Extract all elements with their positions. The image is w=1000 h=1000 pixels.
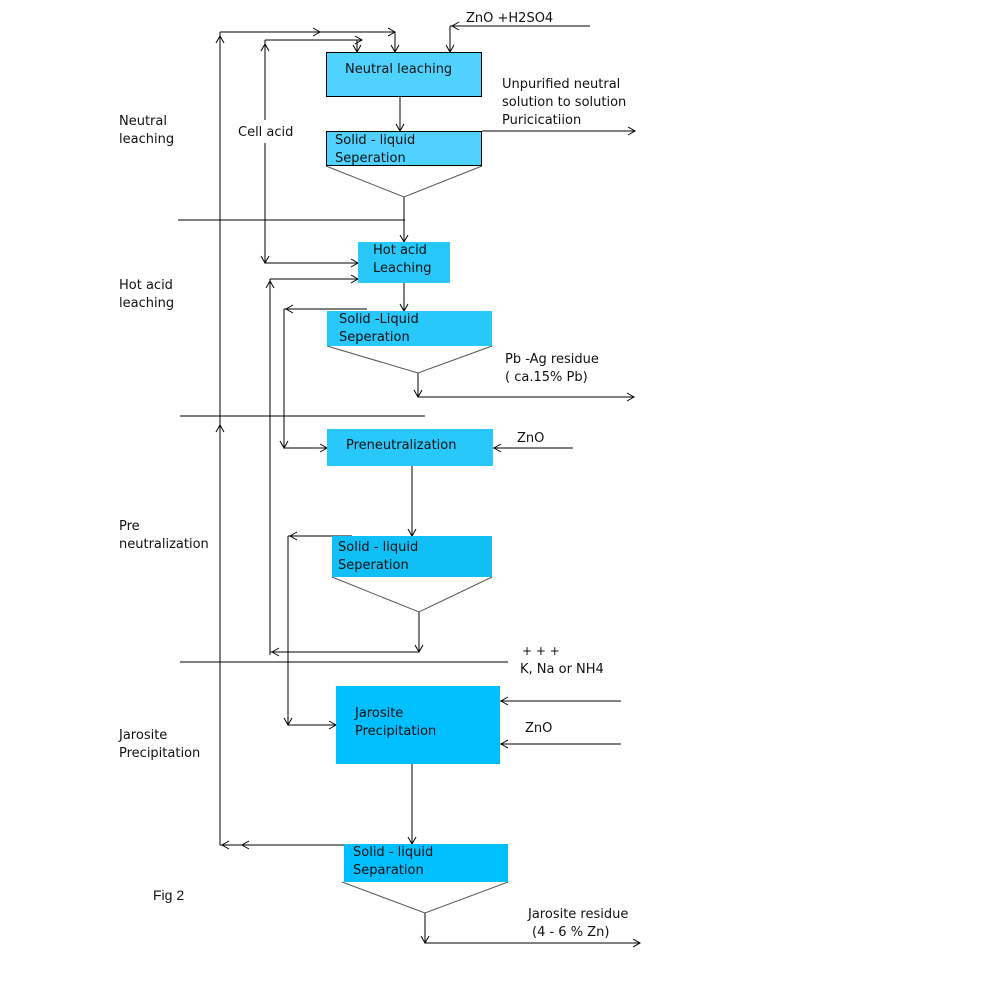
label-cell-acid: Cell acid (236, 124, 296, 142)
arrowhead-icon (632, 938, 642, 948)
arrowhead-icon (260, 42, 270, 52)
funnel-4 (341, 881, 509, 914)
arrowhead-icon (626, 392, 636, 402)
arrowhead-icon (499, 739, 509, 749)
arrowhead-icon (284, 304, 294, 314)
funnel-1 (325, 165, 483, 198)
label-unpurified-solution: Unpurified neutral solution to solution … (502, 77, 627, 128)
label-zno-h2so4: ZnO +H2SO4 (466, 11, 554, 26)
arrowhead-icon (492, 443, 502, 453)
box-preneutralization: Preneutralization (327, 429, 493, 466)
arrowhead-icon (450, 21, 460, 31)
label-zno-jarosite: ZnO (525, 721, 553, 736)
arrowhead-icon (215, 423, 225, 433)
box-neutral-leaching: Neutral leaching (326, 52, 482, 97)
figure-label: Fig 2 (153, 887, 185, 903)
arrowhead-icon (627, 126, 637, 136)
arrowhead-icon (220, 840, 230, 850)
label-k-na-nh4: K, Na or NH4 (520, 662, 604, 677)
arrowhead-icon (240, 840, 250, 850)
label-pb-ag-residue: Pb -Ag residue ( ca.15% Pb) (505, 352, 599, 385)
funnel-2 (326, 345, 493, 374)
arrowhead-icon (270, 647, 280, 657)
arrowhead-icon (312, 27, 322, 37)
arrowhead-icon (265, 279, 275, 289)
label-ion-charges: + + + (522, 644, 560, 658)
arrowhead-icon (288, 531, 298, 541)
arrowhead-icon (499, 696, 509, 706)
label-zno-preneutralization: ZnO (517, 431, 545, 446)
funnel-3 (331, 576, 493, 613)
arrowhead-icon (215, 34, 225, 44)
label-jarosite-residue: Jarosite residue (4 - 6 % Zn) (528, 907, 629, 940)
